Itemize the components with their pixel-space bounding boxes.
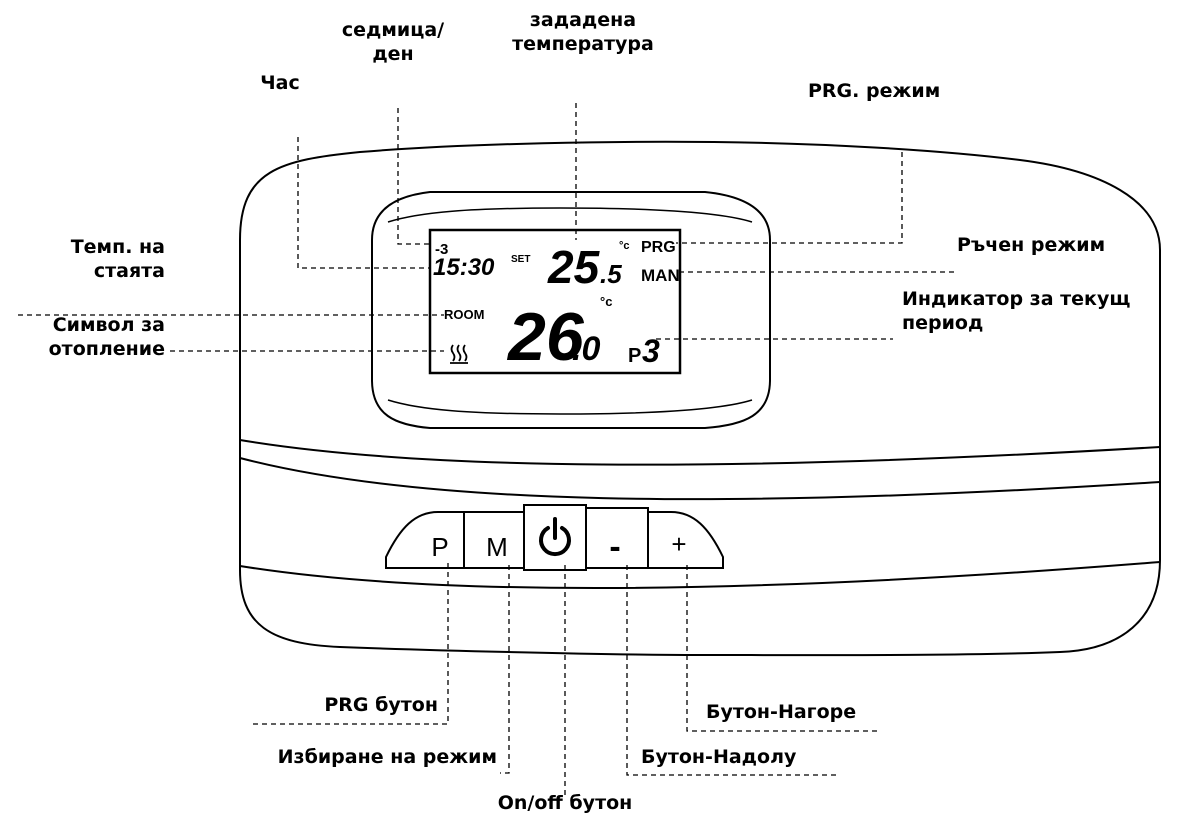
minus-button-label: - (609, 528, 620, 566)
label-mode-select: Избиране на режим (277, 746, 497, 768)
label-period-indicator: Индикатор за текущ период (902, 287, 1130, 335)
lcd-period-number: 3 (642, 333, 660, 369)
label-set-temp-line1: зададена (529, 9, 637, 31)
m-button-label: M (486, 532, 508, 562)
thermostat-body (239, 140, 1161, 657)
label-set-temp-line2: температура (512, 33, 654, 55)
p-button-label: P (431, 532, 448, 562)
power-icon (539, 517, 571, 557)
label-heating-symbol-line2: отопление (48, 338, 165, 360)
lcd-day: -3 (435, 241, 448, 258)
lcd-period-prefix: P (628, 345, 641, 367)
lcd-time: 15:30 (433, 254, 495, 281)
label-set-temp: зададена температура (488, 8, 678, 56)
lcd-set-temp-dec: .5 (600, 259, 622, 289)
minus-button[interactable]: - (585, 507, 649, 569)
lcd-set-label: SET (511, 254, 530, 265)
leader-week-day (397, 108, 432, 245)
lcd-room-unit: °c (600, 294, 612, 309)
leader-mode-select (500, 565, 510, 774)
label-hour: Час (260, 72, 300, 94)
label-room-temp: Темп. на стаята (0, 235, 165, 283)
label-onoff-button: On/off бутон (497, 792, 633, 814)
body-bands (239, 439, 1161, 589)
lcd-room-temp-int: 26 (506, 299, 585, 375)
label-period-indicator-line1: Индикатор за текущ (902, 288, 1131, 310)
lcd-set-unit: °c (619, 240, 630, 252)
label-up-button: Бутон-Нагоре (706, 701, 857, 723)
label-down-button: Бутон-Надолу (641, 746, 797, 768)
leader-lines (18, 103, 954, 797)
power-button[interactable] (523, 504, 587, 571)
leader-up (686, 565, 877, 732)
screen-frame (371, 191, 771, 429)
label-heating-symbol: Символ за отопление (0, 313, 165, 361)
leader-prg-button (251, 563, 449, 725)
label-period-indicator-line2: период (902, 312, 984, 334)
leader-down (626, 565, 838, 776)
leader-prg-mode (676, 152, 903, 244)
plus-button[interactable]: + (671, 529, 686, 559)
lcd-prg-label: PRG (641, 239, 676, 256)
lcd-room-temp-dec: .0 (572, 330, 600, 368)
label-week-day: седмица/ ден (318, 18, 468, 66)
label-heating-symbol-line1: Символ за (52, 314, 165, 336)
label-prg-mode: PRG. режим (808, 80, 941, 102)
p-button[interactable]: P (431, 532, 448, 562)
lcd-set-temp-int: 25 (547, 241, 601, 293)
label-prg-button: PRG бутон (324, 694, 438, 716)
lcd-man-label: MAN (641, 266, 680, 285)
lcd-room-label: ROOM (444, 307, 484, 322)
label-week-day-line2: ден (372, 43, 414, 65)
label-week-day-line1: седмица/ (341, 19, 445, 41)
leader-hour (297, 137, 430, 269)
plus-button-label: + (671, 529, 686, 559)
heating-icon (450, 344, 468, 364)
m-button[interactable]: M (463, 511, 525, 569)
lcd-display (428, 228, 682, 375)
label-manual-mode: Ръчен режим (957, 234, 1106, 256)
label-room-temp-line1: Темп. на (70, 236, 165, 258)
label-room-temp-line2: стаята (93, 260, 165, 282)
